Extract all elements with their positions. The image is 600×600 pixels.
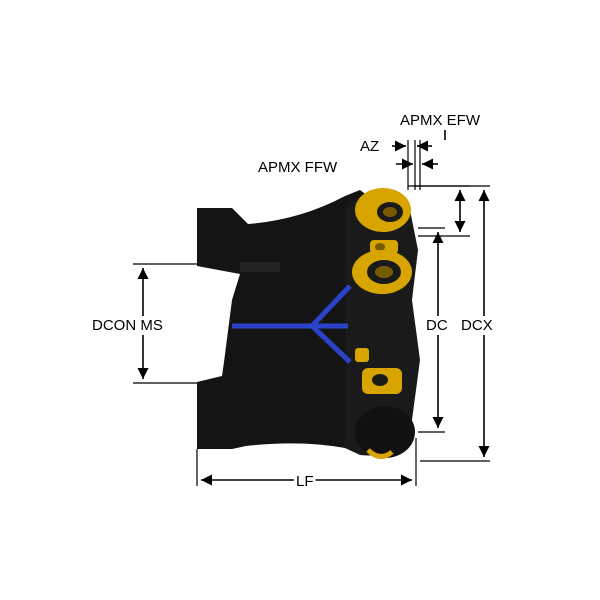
coolant-channels <box>232 284 352 364</box>
insert-lower <box>355 348 402 394</box>
label-background <box>459 316 495 335</box>
label-background <box>424 316 450 335</box>
label-dc: DC <box>426 317 448 334</box>
insert-bottom <box>355 406 415 459</box>
label-background <box>90 316 165 335</box>
insert-middle <box>352 250 412 294</box>
label-dcon-ms: DCON MS <box>92 317 163 334</box>
label-background <box>358 137 382 156</box>
label-dcx: DCX <box>461 317 493 334</box>
label-background <box>256 158 341 177</box>
cutter-body <box>197 190 368 452</box>
label-apmx-efw: APMX EFW <box>400 112 481 129</box>
shank-notch <box>240 262 280 272</box>
dimension-labels: APMX EFW AZ APMX FFW DCON MS DC DCX LF <box>90 111 495 491</box>
label-lf: LF <box>296 473 314 490</box>
label-az: AZ <box>360 138 379 155</box>
label-apmx-ffw: APMX FFW <box>258 159 338 176</box>
insert-top <box>355 188 411 232</box>
label-background <box>398 111 483 130</box>
label-background <box>294 472 316 491</box>
